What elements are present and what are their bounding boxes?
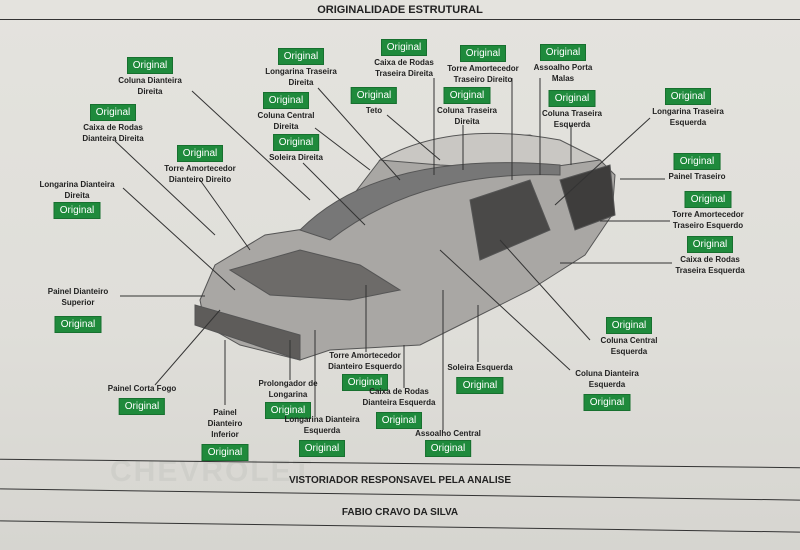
part-caixa-rodas-dianteira-esquerda: Caixa de Rodas Dianteira Esquerda Origin… (359, 386, 439, 430)
part-soleira-direita: Original Soleira Direita (269, 133, 323, 163)
status-badge: Original (262, 92, 310, 109)
part-painel-dianteiro-superior: Painel Dianteiro Superior Original (46, 286, 111, 334)
status-badge: Original (684, 191, 732, 208)
part-caixa-rodas-traseira-direita: Original Caixa de Rodas Traseira Direita (369, 38, 439, 79)
status-badge: Original (443, 87, 491, 104)
status-badge: Original (424, 440, 472, 457)
status-badge: Original (53, 202, 101, 219)
status-badge: Original (264, 402, 312, 419)
status-badge: Original (201, 444, 249, 461)
part-name: Assoalho Central (415, 429, 481, 438)
status-badge: Original (350, 87, 398, 104)
status-badge: Original (583, 394, 631, 411)
status-badge: Original (539, 44, 587, 61)
part-name: Caixa de Rodas Dianteira Direita (82, 123, 144, 143)
part-name: Painel Traseiro (668, 172, 726, 181)
part-coluna-central-esquerda: Original Coluna Central Esquerda (599, 316, 659, 357)
part-longarina-traseira-esquerda: Original Longarina Traseira Esquerda (649, 87, 727, 128)
part-torre-amortecedor-dianteiro-direito: Original Torre Amortecedor Dianteiro Dir… (160, 144, 240, 185)
part-assoalho-central: Assoalho Central Original (415, 428, 481, 458)
status-badge: Original (456, 377, 504, 394)
status-badge: Original (89, 104, 137, 121)
part-name: Coluna Central Direita (257, 111, 315, 131)
part-name: Soleira Esquerda (447, 363, 513, 372)
status-badge: Original (277, 48, 325, 65)
page-title: ORIGINALIDADE ESTRUTURAL (317, 4, 483, 16)
status-badge: Original (118, 398, 166, 415)
inspector-label: VISTORIADOR RESPONSAVEL PELA ANALISE (288, 475, 512, 486)
status-badge: Original (686, 236, 734, 253)
status-badge: Original (380, 39, 428, 56)
part-name: Soleira Direita (269, 153, 323, 162)
part-coluna-dianteira-esquerda: Coluna Dianteira Esquerda Original (575, 368, 640, 412)
status-badge: Original (176, 145, 224, 162)
status-badge: Original (548, 90, 596, 107)
part-torre-amortecedor-traseiro-direito: Original Torre Amortecedor Traseiro Dire… (443, 44, 523, 85)
part-name: Longarina Dianteira Direita (39, 180, 115, 200)
part-name: Painel Corta Fogo (107, 384, 177, 393)
part-caixa-rodas-traseira-esquerda: Original Caixa de Rodas Traseira Esquerd… (670, 235, 750, 276)
status-badge: Original (459, 45, 507, 62)
divider (0, 19, 800, 20)
part-name: Prolongador de Longarina (258, 379, 318, 399)
car-body-shell (194, 132, 616, 361)
part-teto: Original Teto (350, 86, 398, 116)
part-name: Torre Amortecedor Traseiro Direito (447, 64, 519, 84)
part-coluna-central-direita: Original Coluna Central Direita (251, 91, 321, 132)
part-caixa-rodas-dianteira-direita: Original Caixa de Rodas Dianteira Direit… (73, 103, 153, 144)
part-torre-amortecedor-dianteiro-esquerdo: Torre Amortecedor Dianteiro Esquerdo Ori… (325, 350, 405, 392)
status-badge: Original (54, 316, 102, 333)
status-badge: Original (664, 88, 712, 105)
part-name: Caixa de Rodas Dianteira Esquerda (362, 387, 436, 407)
part-longarina-dianteira-direita: Longarina Dianteira Direita Original (35, 179, 120, 220)
part-torre-amortecedor-traseiro-esquerdo: Original Torre Amortecedor Traseiro Esqu… (666, 190, 751, 231)
part-name: Coluna Central Esquerda (600, 336, 658, 356)
part-name: Painel Dianteiro Superior (47, 287, 109, 307)
part-coluna-traseira-esquerda: Original Coluna Traseira Esquerda (540, 89, 605, 130)
part-assoalho-porta-malas: Original Assoalho Porta Malas (532, 43, 594, 84)
part-name: Coluna Dianteira Esquerda (575, 369, 639, 389)
part-longarina-dianteira-esquerda: Longarina Dianteira Esquerda Original (282, 414, 362, 458)
part-painel-corta-fogo: Painel Corta Fogo Original (108, 383, 176, 416)
part-name: Coluna Traseira Esquerda (541, 109, 603, 129)
part-name: Torre Amortecedor Dianteiro Direito (164, 164, 236, 184)
part-name: Coluna Dianteira Direita (118, 76, 182, 96)
status-badge: Original (126, 57, 174, 74)
status-badge: Original (375, 412, 423, 429)
part-soleira-esquerda: Soleira Esquerda Original (447, 362, 513, 395)
part-painel-dianteiro-inferior: Painel Dianteiro Inferior Original (198, 407, 253, 462)
part-coluna-dianteira-direita: Original Coluna Dianteira Direita (115, 56, 185, 97)
part-prolongador-de-longarina: Prolongador de Longarina Original (257, 378, 319, 420)
status-badge: Original (298, 440, 346, 457)
part-name: Torre Amortecedor Dianteiro Esquerdo (328, 351, 402, 371)
part-name: Teto (365, 106, 383, 115)
part-name: Caixa de Rodas Traseira Esquerda (675, 255, 745, 275)
part-name: Torre Amortecedor Traseiro Esquerdo (672, 210, 744, 230)
part-painel-traseiro: Original Painel Traseiro (668, 152, 726, 182)
status-badge: Original (673, 153, 721, 170)
part-coluna-traseira-direita: Original Coluna Traseira Direita (435, 86, 500, 127)
part-name: Coluna Traseira Direita (436, 106, 498, 126)
leader-lines (114, 78, 672, 430)
part-name: Painel Dianteiro Inferior (207, 408, 243, 439)
status-badge: Original (272, 134, 320, 151)
part-name: Caixa de Rodas Traseira Direita (374, 58, 434, 78)
part-name: Longarina Dianteira Esquerda (284, 415, 360, 435)
part-name: Assoalho Porta Malas (533, 63, 593, 83)
status-badge: Original (605, 317, 653, 334)
part-longarina-traseira-direita: Original Longarina Traseira Direita (261, 47, 341, 88)
inspector-name: FABIO CRAVO DA SILVA (341, 507, 459, 518)
status-badge: Original (341, 374, 389, 391)
part-name: Longarina Traseira Direita (265, 67, 337, 87)
part-name: Longarina Traseira Esquerda (652, 107, 724, 127)
